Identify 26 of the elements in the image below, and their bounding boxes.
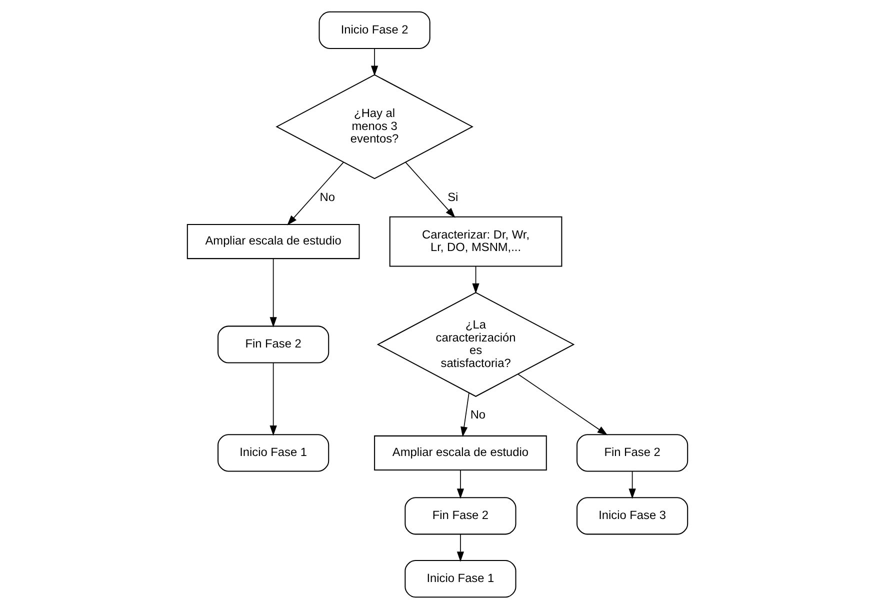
node-box: Inicio Fase 1 [404, 560, 516, 598]
edge-label: No [320, 190, 335, 204]
node-box: Inicio Fase 1 [218, 434, 330, 472]
node-box: Fin Fase 2 [576, 434, 688, 472]
node-box: Caracterizar: Dr, Wr, Lr, DO, MSNM,... [389, 216, 562, 267]
node-box: Fin Fase 2 [404, 497, 516, 535]
arrow [460, 392, 470, 437]
arrow [270, 362, 277, 436]
node-box: Inicio Fase 3 [576, 497, 688, 535]
node-box: Inicio Fase 2 [318, 11, 430, 49]
arrow [370, 48, 378, 76]
arrow [287, 162, 344, 226]
node-diamond: ¿Hay al menos 3 eventos? [276, 74, 474, 180]
edge-label: Si [448, 190, 458, 204]
arrow [270, 258, 277, 328]
arrow [456, 534, 464, 562]
arrow [405, 162, 456, 218]
arrow [628, 471, 636, 499]
node-box: Ampliar escala de estudio [186, 224, 360, 260]
node-box: Ampliar escala de estudio [374, 435, 547, 470]
node-box: Fin Fase 2 [218, 326, 330, 364]
edge-label: No [470, 408, 486, 422]
arrow [518, 374, 608, 436]
node-diamond: ¿La caracterización es satisfactoria? [376, 292, 575, 397]
arrow [456, 470, 464, 499]
arrow [472, 266, 480, 294]
